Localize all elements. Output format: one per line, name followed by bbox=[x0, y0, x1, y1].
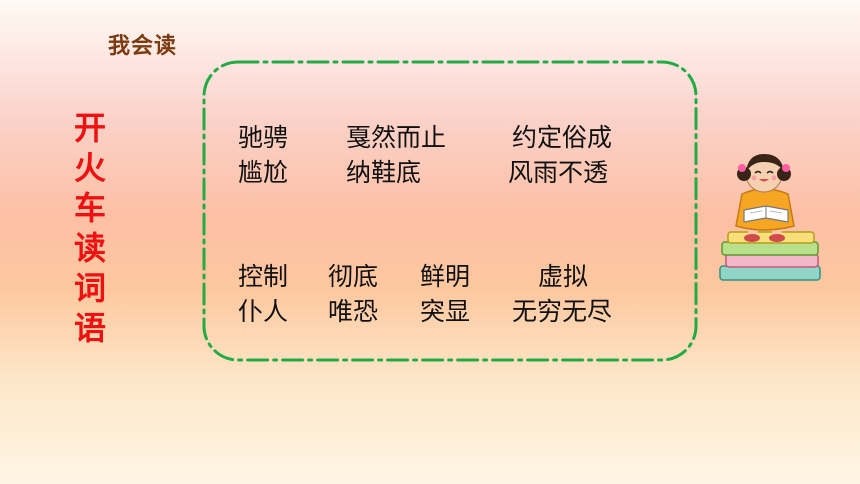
vertical-title-char: 车 bbox=[73, 189, 106, 227]
word-group1-row1-col2: 戛然而止 bbox=[346, 123, 447, 152]
dashed-frame bbox=[202, 60, 698, 362]
vertical-title: 开 火 车 读 词 语 bbox=[70, 108, 110, 348]
page-heading: 我会读 bbox=[108, 34, 178, 59]
vertical-title-char: 语 bbox=[73, 309, 106, 347]
word-group2-row2-col1: 仆人 bbox=[238, 297, 289, 326]
vertical-title-char: 读 bbox=[73, 229, 106, 267]
word-group2-row1-col2: 彻底 bbox=[328, 262, 379, 291]
word-group2-row2-col3: 突显 bbox=[420, 297, 471, 326]
word-group1-row1-col3: 约定俗成 bbox=[512, 123, 613, 152]
word-group2-row1-col4: 虚拟 bbox=[538, 262, 589, 291]
word-group1-row2-col3: 风雨不透 bbox=[508, 158, 609, 187]
vertical-title-char: 开 bbox=[73, 109, 106, 147]
girl-reading-books-icon bbox=[719, 154, 821, 281]
word-group2-row2-col4: 无穷无尽 bbox=[512, 297, 613, 326]
word-group1-row2-col2: 纳鞋底 bbox=[346, 158, 422, 187]
word-group2-row1-col3: 鲜明 bbox=[420, 262, 471, 291]
word-group1-row1-col1: 驰骋 bbox=[238, 123, 289, 152]
vertical-title-char: 火 bbox=[73, 149, 106, 187]
word-group2-row1-col1: 控制 bbox=[238, 262, 289, 291]
word-group2-row2-col2: 唯恐 bbox=[328, 297, 379, 326]
word-group1-row2-col1: 尴尬 bbox=[238, 158, 289, 187]
vertical-title-char: 词 bbox=[73, 269, 106, 307]
